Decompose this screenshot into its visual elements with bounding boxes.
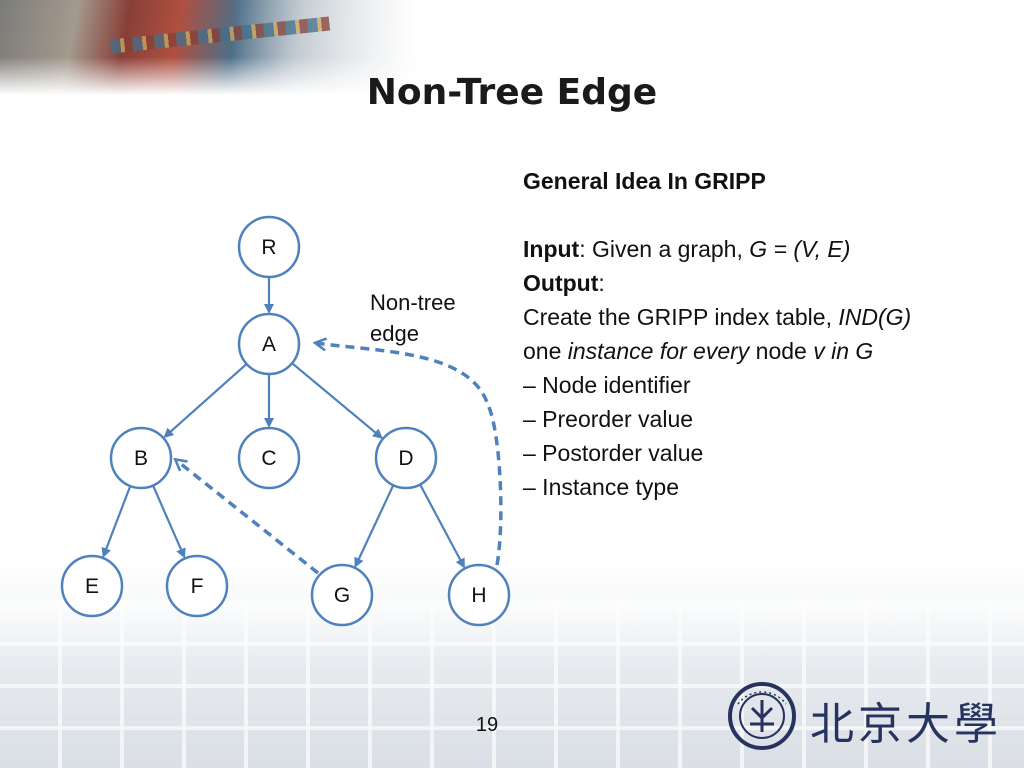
node-A: A (237, 312, 301, 376)
tree-edge-B-E (101, 485, 132, 558)
input-text: : Given a graph, (579, 236, 750, 262)
content-heading: General Idea In GRIPP (523, 168, 766, 194)
content-text: General Idea In GRIPP Input: Given a gra… (523, 164, 1013, 504)
input-math: G = (V, E) (749, 236, 851, 262)
node-label: R (261, 236, 276, 259)
node-H: H (447, 563, 511, 627)
output-label: Output (523, 270, 599, 296)
tree-edges (101, 277, 465, 569)
node-D: D (374, 426, 438, 490)
node-label: E (85, 575, 99, 598)
node-E: E (60, 554, 124, 618)
non-tree-edge-H-A (316, 343, 503, 566)
node-label: H (471, 584, 486, 607)
bullet-item: – Postorder value (523, 440, 704, 466)
header-photo-banner (0, 0, 420, 95)
input-label: Input (523, 236, 580, 262)
footer-tile-background (0, 600, 1024, 768)
bullet-item: – Node identifier (523, 372, 691, 398)
graph-nodes: R A B C D E F G H (60, 215, 511, 627)
one-text: one (523, 338, 568, 364)
node-circle (237, 312, 301, 376)
university-logo: 北京大學 (724, 680, 998, 752)
node-text: node (749, 338, 814, 364)
input-line: Input: Given a graph, G = (V, E) (523, 232, 1013, 266)
node-circle (60, 554, 124, 618)
annotation-line-1: Non-tree (370, 290, 456, 315)
non-tree-edge-G-B (176, 460, 320, 575)
instance-text: instance for every (567, 338, 750, 364)
create-math: IND(G) (838, 304, 912, 330)
page-number: 19 (475, 714, 499, 736)
v-text: v in G (813, 338, 874, 364)
non-tree-edge-annotation: Non-tree edge (370, 287, 456, 349)
node-G: G (310, 563, 374, 627)
create-line: Create the GRIPP index table, IND(G) (523, 300, 1013, 334)
node-label: F (191, 575, 204, 598)
non-tree-edges (176, 343, 503, 575)
bullet-item: – Instance type (523, 474, 679, 500)
annotation-line-2: edge (370, 321, 419, 346)
tree-edge-D-H (419, 483, 465, 569)
create-text: Create the GRIPP index table, (523, 304, 839, 330)
node-C: C (237, 426, 301, 490)
output-colon: : (598, 270, 605, 296)
instance-line: one instance for every node v in G (523, 334, 1013, 368)
tree-edge-B-F (152, 485, 186, 559)
tree-edge-A-D (291, 362, 383, 439)
node-B: B (109, 426, 173, 490)
node-circle (165, 554, 229, 618)
node-circle (447, 563, 511, 627)
node-label: C (261, 447, 276, 470)
university-seal-icon (728, 682, 796, 750)
node-circle (237, 426, 301, 490)
tree-edge-D-G (354, 484, 395, 568)
node-F: F (165, 554, 229, 618)
output-line: Output: (523, 266, 1013, 300)
node-label: D (398, 447, 413, 470)
node-circle (310, 563, 374, 627)
node-circle (109, 426, 173, 490)
node-circle (374, 426, 438, 490)
node-label: A (262, 333, 276, 356)
slide-title: Non-Tree Edge (366, 72, 658, 113)
node-R: R (237, 215, 301, 279)
spacer (523, 198, 1013, 232)
node-label: B (134, 447, 148, 470)
node-circle (237, 215, 301, 279)
tree-edge-A-B (163, 363, 248, 439)
node-label: G (334, 584, 350, 607)
bullet-item: – Preorder value (523, 406, 694, 432)
university-wordmark: 北京大學 (810, 699, 1002, 750)
